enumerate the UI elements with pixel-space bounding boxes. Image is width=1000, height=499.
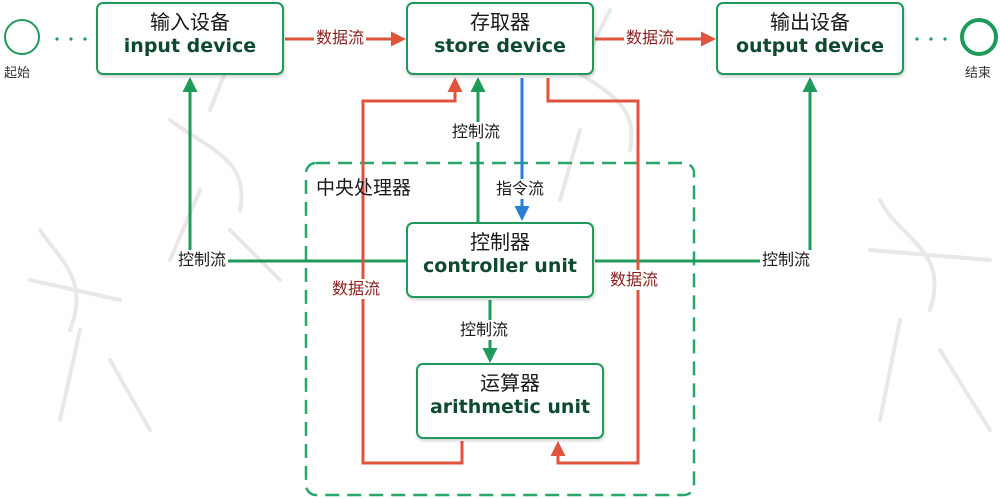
edge-control-to-output (595, 77, 818, 263)
store-device-box: 存取器 store device (406, 2, 594, 75)
end-label: 结束 (965, 66, 992, 81)
cpu-boundary (304, 161, 696, 497)
cpu-title: 中央处理器 (316, 177, 412, 199)
input-device-en: input device (123, 35, 257, 57)
store-device-en: store device (434, 35, 566, 57)
input-device-zh: 输入设备 (150, 10, 230, 34)
label-data-flow-store-arithmetic: 数据流 (608, 270, 661, 290)
controller-unit-box: 控制器 controller unit (406, 222, 594, 298)
start-label: 起始 (4, 66, 31, 81)
arithmetic-unit-en: arithmetic unit (429, 396, 591, 418)
store-device-zh: 存取器 (470, 10, 530, 34)
output-device-en: output device (735, 35, 885, 57)
controller-unit-zh: 控制器 (470, 230, 530, 254)
arithmetic-unit-zh: 运算器 (480, 371, 540, 395)
label-data-flow-input-store: 数据流 (314, 28, 367, 48)
output-device-zh: 输出设备 (770, 10, 850, 34)
controller-unit-en: controller unit (423, 255, 577, 277)
edge-control-to-input (182, 77, 406, 263)
start-node (4, 19, 40, 55)
label-control-flow-output: 控制流 (760, 250, 813, 270)
input-device-box: 输入设备 input device (96, 2, 284, 75)
output-device-box: 输出设备 output device (716, 2, 904, 75)
arithmetic-unit-box: 运算器 arithmetic unit (416, 363, 604, 439)
label-data-flow-store-output: 数据流 (624, 28, 677, 48)
label-control-flow-store: 控制流 (450, 122, 503, 142)
label-instruction-flow: 指令流 (494, 179, 547, 199)
label-control-flow-input: 控制流 (176, 250, 229, 270)
terminal-dots (55, 37, 947, 41)
end-node (960, 18, 998, 56)
label-control-flow-arithmetic: 控制流 (458, 320, 511, 340)
label-data-flow-arithmetic-store: 数据流 (330, 279, 383, 299)
